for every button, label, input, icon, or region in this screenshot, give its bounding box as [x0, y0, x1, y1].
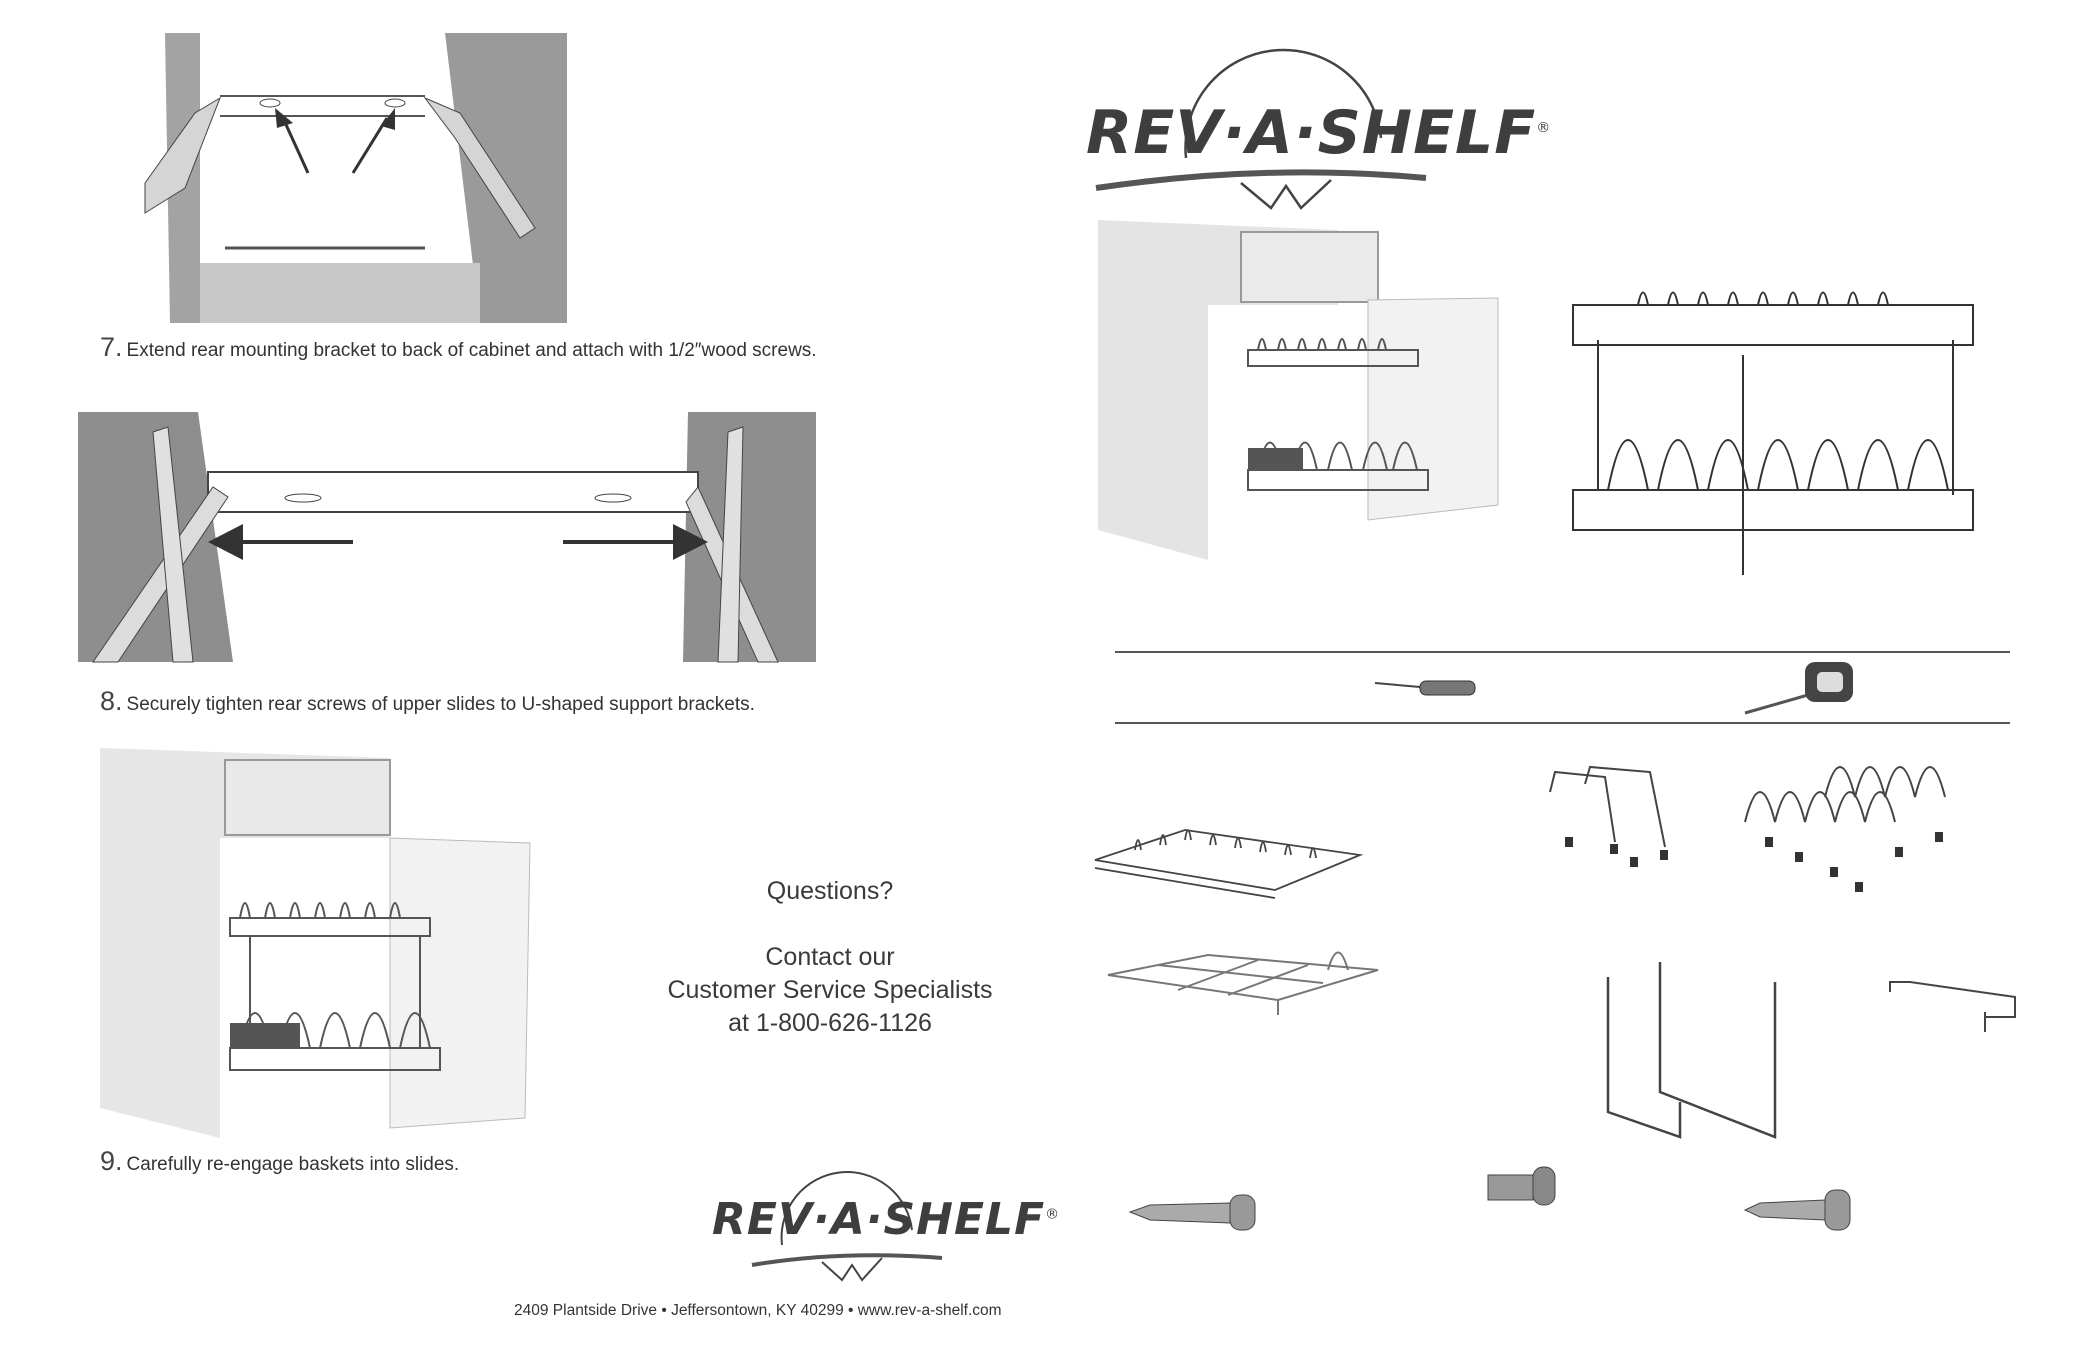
footer-address: 2409 Plantside Drive • Jeffersontown, KY… — [514, 1302, 1002, 1319]
mounting-bracket-illustration — [1889, 981, 2016, 1032]
contact-block: Questions? Contact our Customer Service … — [650, 875, 1010, 1040]
cabinet-illustration — [1098, 220, 1499, 560]
header-registered-mark: ® — [1536, 120, 1552, 136]
cabinet-interior-illustration — [125, 33, 567, 323]
header-brand-name: REV·A·SHELF — [1086, 98, 1537, 168]
step-7-instruction: 7.Extend rear mounting bracket to back o… — [100, 332, 817, 363]
machine-screw-icon — [1487, 1166, 1556, 1206]
header-logo: REV·A·SHELF® — [1086, 48, 1550, 213]
step-9-instruction: 9.Carefully re-engage baskets into slide… — [100, 1146, 459, 1177]
step-7-text: Extend rear mounting bracket to back of … — [126, 340, 817, 361]
step-7-number: 7. — [100, 332, 123, 362]
u-bracket-illustration — [1606, 962, 1777, 1139]
product-illustration — [1572, 291, 1974, 575]
contact-team: Customer Service Specialists — [667, 976, 993, 1004]
step-9-text: Carefully re-engage baskets into slides. — [126, 1154, 460, 1175]
logo-arc-icon — [751, 1171, 943, 1282]
installed-unit-illustration — [100, 748, 531, 1138]
lower-basket-illustration — [1107, 951, 1379, 1015]
large-divider-illustration — [1744, 766, 1946, 892]
footer-registered-mark: ® — [1045, 1206, 1061, 1223]
rear-bracket-illustration — [78, 412, 816, 663]
contact-phone: at 1-800-626-1126 — [728, 1009, 932, 1037]
footer-logo: REV·A·SHELF® — [712, 1170, 1059, 1282]
step-8-instruction: 8.Securely tighten rear screws of upper … — [100, 686, 755, 717]
screwdriver-icon — [1374, 680, 1476, 696]
tools-divider-top — [1115, 651, 2010, 653]
footer-brand-name: REV·A·SHELF — [712, 1194, 1046, 1245]
step-8-text: Securely tighten rear screws of upper sl… — [126, 694, 755, 715]
contact-intro: Contact our — [765, 943, 895, 971]
step-9-number: 9. — [100, 1146, 123, 1176]
wood-screw-icon — [1743, 1189, 1851, 1231]
small-divider-illustration — [1549, 765, 1668, 867]
logo-arc-icon — [1095, 48, 1427, 210]
upper-basket-illustration — [1094, 829, 1364, 899]
wood-screw-icon — [1128, 1194, 1256, 1231]
contact-question: Questions? — [766, 877, 894, 905]
tape-measure-icon — [1744, 662, 1853, 715]
tools-divider-bottom — [1115, 722, 2010, 724]
step-8-number: 8. — [100, 686, 123, 716]
